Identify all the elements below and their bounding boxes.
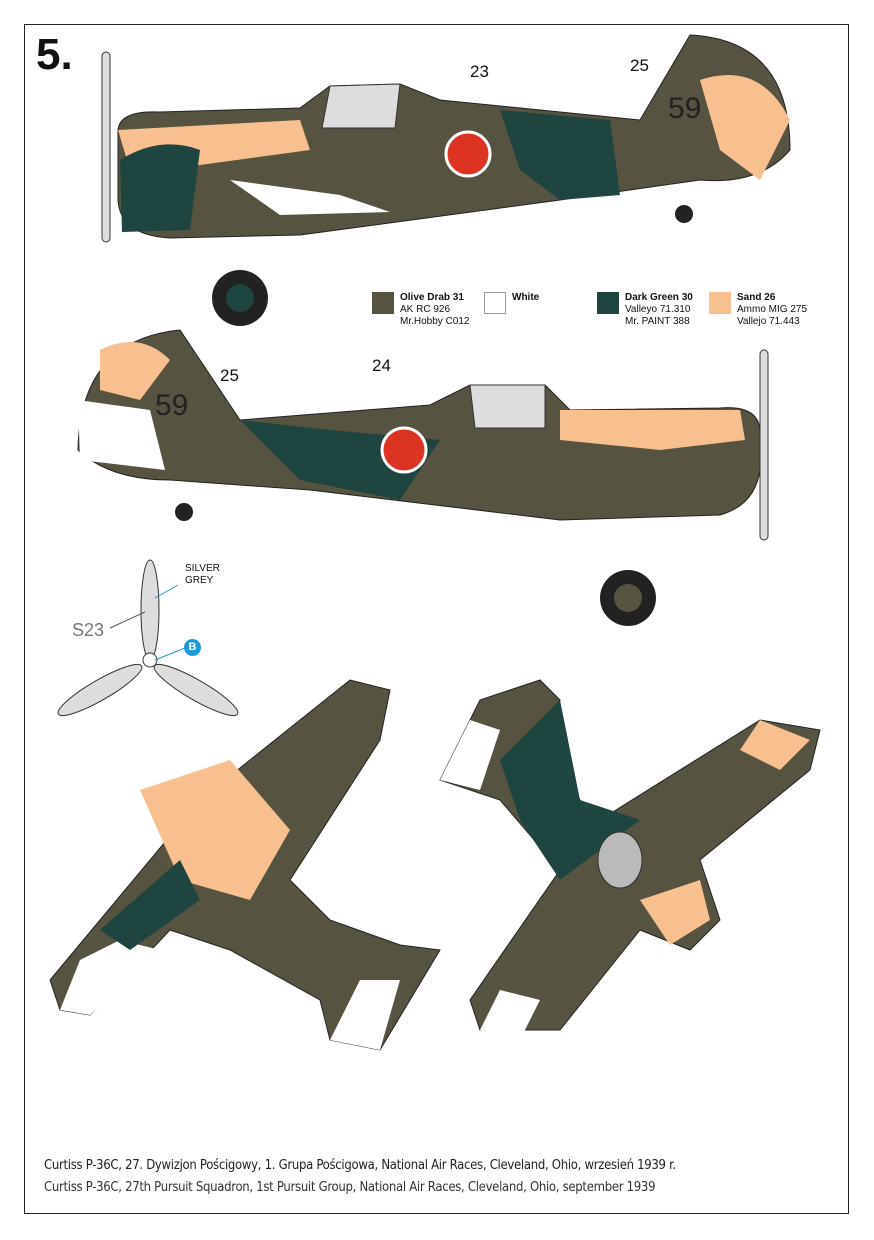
decal-callout-25-bottom: 25 (220, 366, 239, 385)
left-side-profile: 59 (101, 34, 791, 326)
legend-white: White (484, 292, 539, 314)
color-name: Olive Drab 31 (400, 292, 464, 303)
page-frame (24, 24, 849, 1214)
step-badge-b: B (184, 639, 201, 656)
decal-callout-24: 24 (372, 356, 391, 375)
tail-code-bottom: 59 (155, 389, 188, 422)
color-name: Sand 26 (737, 292, 776, 303)
tail-code-top: 59 (668, 92, 701, 125)
swatch-olive-drab (372, 292, 394, 314)
caption-polish: Curtiss P-36C, 27. Dywizjon Pościgowy, 1… (44, 1158, 676, 1173)
decal-callout-25-top: 25 (630, 56, 649, 75)
swatch-dark-green (597, 292, 619, 314)
color-code: AK RC 926 (400, 304, 451, 315)
color-code: Valleyo 71.310 (625, 304, 691, 315)
color-name: White (512, 292, 540, 303)
color-code: Vallejo 71.443 (737, 316, 800, 327)
propeller-diagram (57, 559, 239, 717)
step-number: 5. (36, 30, 73, 79)
top-view (49, 679, 441, 1051)
part-label-s23: S23 (72, 620, 105, 640)
swatch-sand (709, 292, 731, 314)
color-code: Mr. PAINT 388 (625, 316, 690, 327)
swatch-white (484, 292, 506, 314)
color-name: Dark Green 30 (625, 292, 693, 303)
right-side-profile: 59 (77, 329, 769, 626)
bottom-view (439, 679, 821, 1040)
color-code: Ammo MIG 275 (737, 304, 808, 315)
color-code: Mr.Hobby C012 (400, 316, 470, 327)
decal-callout-23: 23 (470, 62, 489, 81)
caption-english: Curtiss P-36C, 27th Pursuit Squadron, 1s… (44, 1180, 656, 1195)
